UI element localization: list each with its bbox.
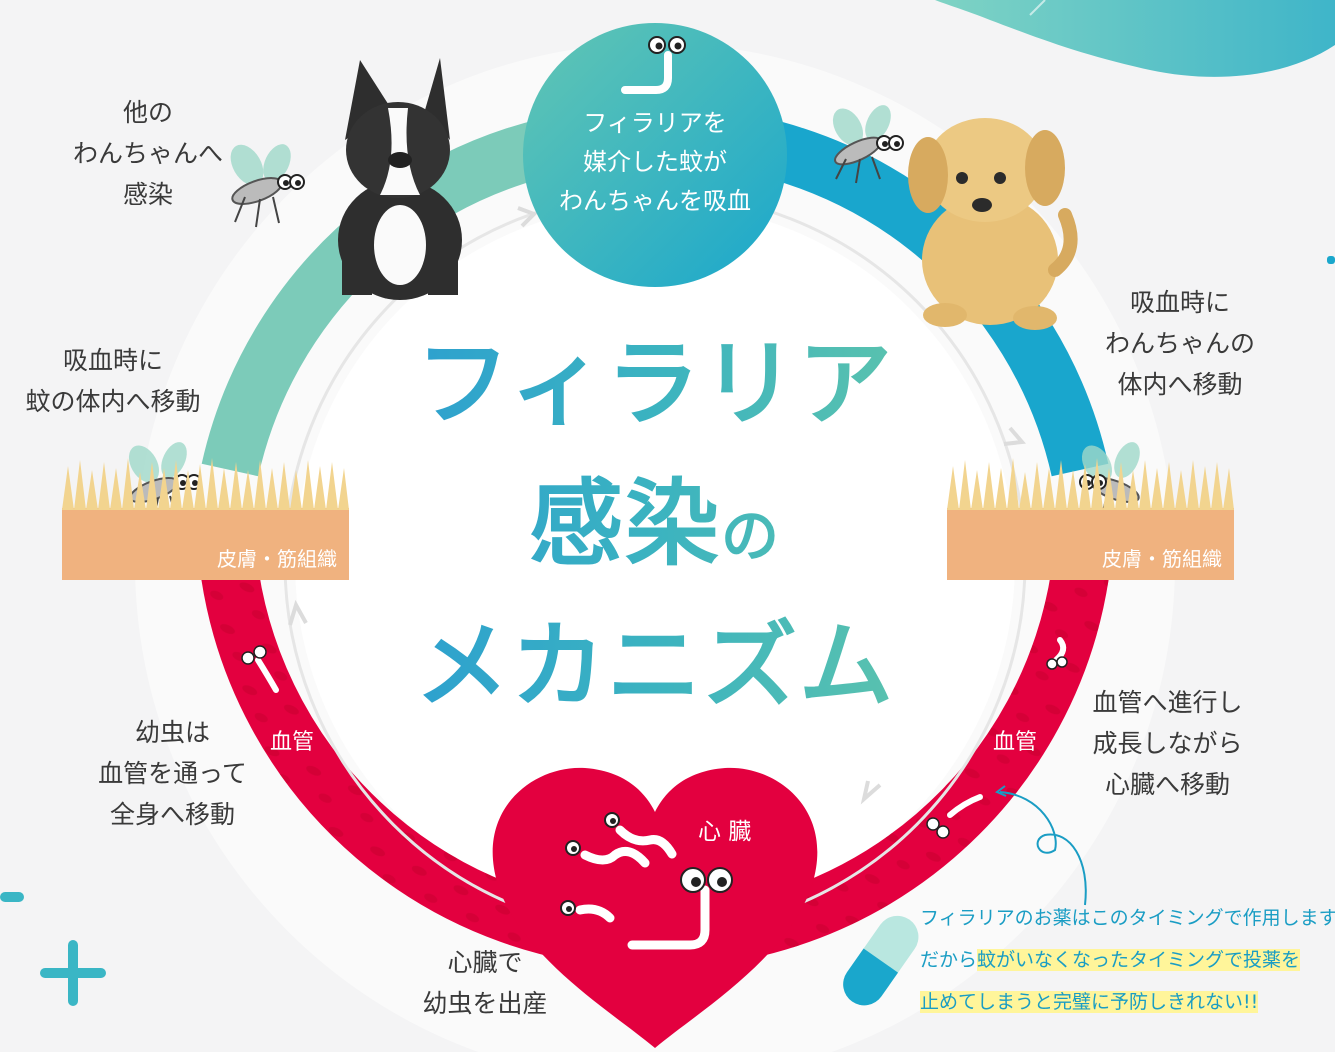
note-line-2: だから蚊がいなくなったタイミングで投薬を <box>920 946 1301 974</box>
title-line-3: メカニズム <box>390 612 920 722</box>
step-spread: 幼虫は 血管を通って 全身へ移動 <box>80 712 265 835</box>
tissue-label: 皮膚・筋組織 <box>1102 547 1222 571</box>
top-circle-line: フィラリアを <box>583 109 727 137</box>
step-to-heart: 血管へ進行し 成長しながら 心臓へ移動 <box>1075 682 1260 805</box>
tissue-block-right: 皮膚・筋組織 <box>947 458 1234 580</box>
step-birth: 心臓で 幼虫を出産 <box>395 942 575 1024</box>
step-into-dog: 吸血時に わんちゃんの 体内へ移動 <box>1090 282 1270 405</box>
note-highlight: 止めてしまうと完璧に予防しきれない!! <box>920 991 1259 1013</box>
dash-decoration <box>1327 256 1335 264</box>
step-line: 蚊の体内へ移動 <box>25 387 201 416</box>
dog-boston-terrier <box>338 58 462 300</box>
arrow-head <box>517 206 538 228</box>
step-line: 心臓で <box>447 948 523 977</box>
note-highlight: 蚊がいなくなったタイミングで投薬を <box>977 949 1301 971</box>
step-line: 他の <box>122 98 173 127</box>
vessel-label-left: 血管 <box>270 730 315 755</box>
tissue-label: 皮膚・筋組織 <box>217 547 337 571</box>
step-line: わんちゃんへ <box>72 139 223 168</box>
step-line: わんちゃんの <box>1104 329 1255 358</box>
heart-icon <box>492 767 818 1048</box>
title-particle: の <box>721 502 782 570</box>
note-pointer-arrow <box>999 791 1087 906</box>
step-line: 吸血時に <box>1129 288 1230 317</box>
capsule-icon <box>843 915 919 1006</box>
step-line: 血管へ進行し <box>1092 688 1243 717</box>
filaria-worm-icon <box>575 825 710 950</box>
arrow-head <box>1003 426 1026 446</box>
dash-decoration <box>0 892 24 902</box>
top-circle <box>523 23 787 287</box>
arrow-head <box>860 780 882 805</box>
tissue-block-left: 皮膚・筋組織 <box>62 458 349 580</box>
step-line: 感染 <box>122 180 173 209</box>
note-line-1: フィラリアのお薬はこのタイミングで作用します。 <box>920 907 1335 929</box>
mosquito-icon <box>230 144 305 228</box>
mosquito-icon <box>832 105 904 184</box>
plus-icon <box>40 940 106 1006</box>
step-line: 吸血時に <box>62 346 163 375</box>
step-line: 心臓へ移動 <box>1104 770 1230 799</box>
vessel-label-right: 血管 <box>993 730 1038 755</box>
inner-disc <box>295 203 1015 923</box>
note-text: だから <box>920 949 978 971</box>
step-line: 血管を通って <box>98 759 247 788</box>
step-into-mosquito: 吸血時に 蚊の体内へ移動 <box>8 340 218 422</box>
filaria-worm-icon <box>621 36 686 94</box>
dog-puppy <box>908 118 1078 330</box>
heart-label: 心 臓 <box>698 819 752 845</box>
top-circle-text: フィラリアを 媒介した蚊が わんちゃんを吸血 <box>545 104 765 221</box>
top-circle-line: 媒介した蚊が <box>583 148 727 176</box>
step-line: 全身へ移動 <box>109 800 235 829</box>
wave-decoration <box>935 0 1335 77</box>
note-line-3: 止めてしまうと完璧に予防しきれない!! <box>920 988 1259 1016</box>
step-line: 体内へ移動 <box>1117 370 1243 399</box>
arrow-head <box>288 599 308 626</box>
step-line: 成長しながら <box>1092 729 1243 758</box>
top-circle-line: わんちゃんを吸血 <box>559 187 751 215</box>
fur-decoration <box>947 458 1234 510</box>
title-main: 感染 <box>528 470 721 579</box>
title-line-1: フィラリア <box>390 330 920 440</box>
wave-sparkle <box>1029 0 1046 16</box>
step-infect-other: 他の わんちゃんへ 感染 <box>58 92 238 215</box>
step-line: 幼虫は <box>134 718 210 747</box>
step-line: 幼虫を出産 <box>422 989 548 1018</box>
fur-decoration <box>62 458 349 510</box>
title-line-2: 感染の <box>390 470 920 591</box>
